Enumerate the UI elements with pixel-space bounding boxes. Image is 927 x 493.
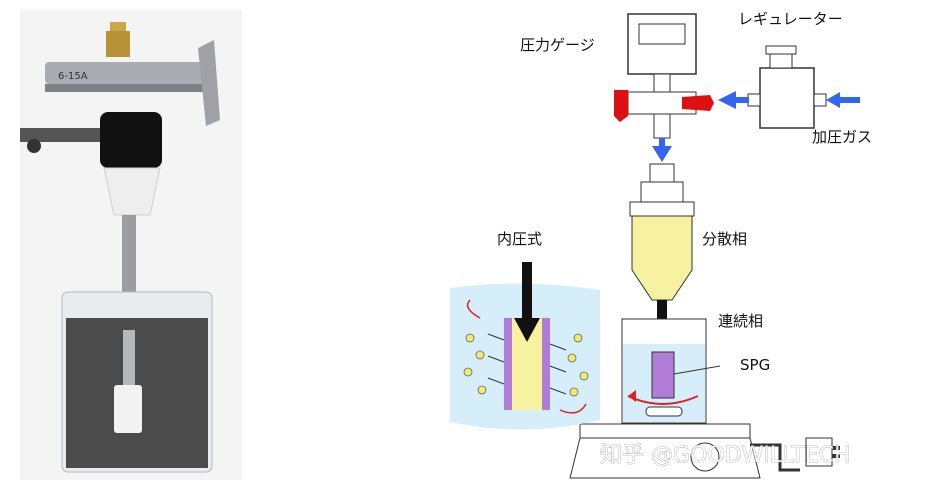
gas-inlet-nozzle	[682, 95, 714, 111]
ptfe-body	[103, 167, 161, 216]
gauge-display	[638, 23, 686, 45]
label-dispersed-phase: 分散相	[702, 230, 747, 248]
inset-pressure-arrow	[514, 318, 540, 342]
power-cord	[750, 443, 800, 472]
stirrer-dial	[690, 442, 720, 472]
emulsification-diagram: 圧力ゲージ レギュレーター 加圧ガス 分散相 連続相 内圧式 SPG	[450, 10, 872, 479]
label-internal-pressure: 内圧式	[497, 230, 542, 248]
label-continuous-phase: 連続相	[718, 312, 763, 330]
clamp-lever	[198, 40, 220, 126]
stir-bar	[645, 406, 683, 417]
regulator	[759, 67, 815, 129]
top-fitting	[110, 22, 126, 32]
apparatus-photo: 6-15A	[20, 10, 242, 480]
clamp-bar	[45, 62, 210, 84]
vent-valve	[614, 90, 628, 122]
power-plug	[805, 437, 833, 467]
inset-flux-arrows	[487, 333, 567, 395]
brass-nut	[106, 31, 130, 57]
label-spg: SPG	[740, 356, 770, 374]
dispersed-phase-reservoir	[631, 215, 693, 301]
fitting-stamp: 6-15A	[58, 71, 88, 82]
label-pressurized-gas: 加圧ガス	[812, 128, 872, 146]
label-regulator: レギュレーター	[738, 10, 843, 28]
stand-arm	[20, 128, 110, 142]
inset-droplets	[463, 333, 589, 397]
holder-clamp	[100, 112, 162, 168]
gas-flow-arrows	[652, 91, 860, 162]
spg-membrane	[651, 351, 675, 399]
label-pressure-gauge: 圧力ゲージ	[520, 36, 595, 54]
spg-membrane-tube	[114, 385, 142, 433]
watermark: 知乎 @GOODWILLTECH	[600, 443, 851, 468]
